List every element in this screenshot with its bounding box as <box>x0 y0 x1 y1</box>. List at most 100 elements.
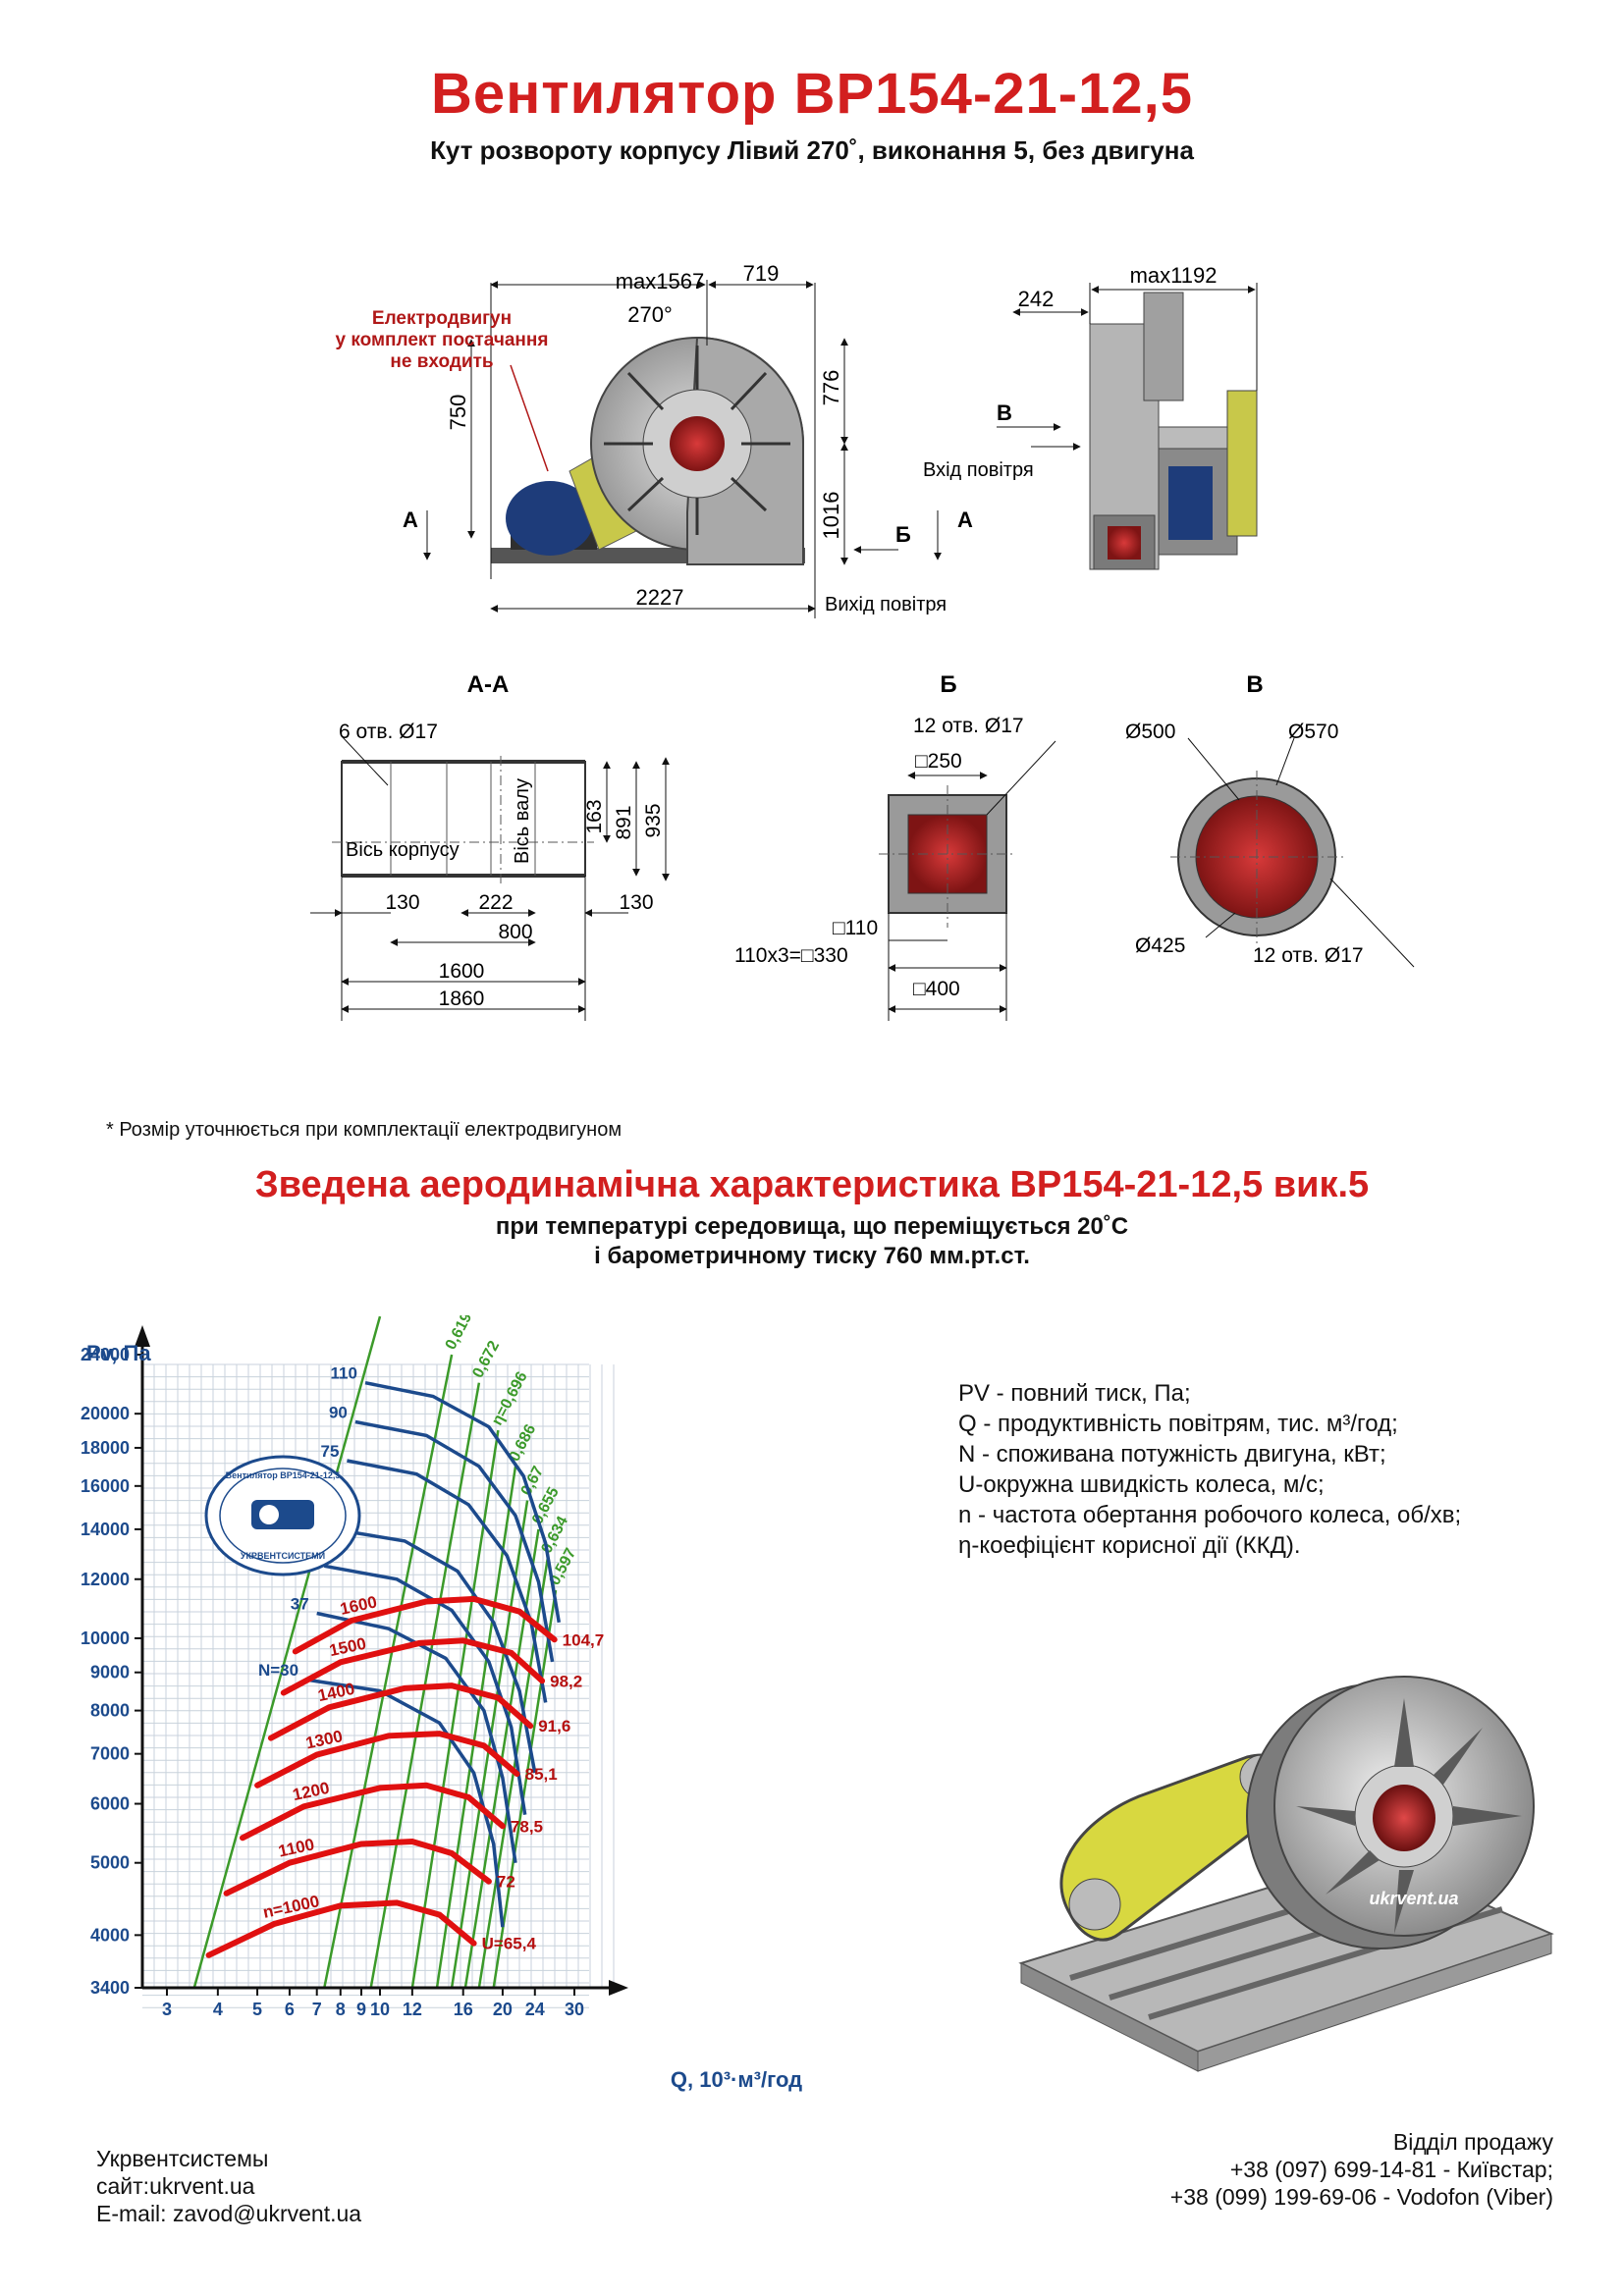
speed-u-label: 98,2 <box>550 1672 582 1690</box>
aa-130a: 130 <box>385 891 419 914</box>
motor-note-2: у комплект постачання <box>336 330 549 350</box>
efficiency-label: η=0,696 <box>489 1369 531 1428</box>
chart-section-sub-1: при температурі середовища, що переміщує… <box>495 1213 1129 1240</box>
aa-891: 891 <box>613 805 635 839</box>
fan-illustration: ukrvent.ua <box>1018 1676 1554 2072</box>
aa-axis-shaft: Вісь валу <box>512 778 533 864</box>
sales-phone-1: +38 (097) 699-14-81 - Київстар; <box>1229 2157 1553 2182</box>
label-air-out: Вихід повітря <box>825 594 947 615</box>
speed-curve <box>292 1595 558 1655</box>
aa-1860: 1860 <box>439 988 485 1010</box>
legend-sym: Q <box>958 1411 977 1437</box>
efficiency-line <box>192 1315 382 1989</box>
speed-curve <box>240 1782 506 1842</box>
motor-note-1: Електродвигун <box>372 308 512 329</box>
label-air-in: Вхід повітря <box>923 459 1034 481</box>
y-tick-label: 20000 <box>81 1404 130 1423</box>
x-tick-label: 10 <box>370 2000 390 2019</box>
speed-curve <box>223 1838 492 1896</box>
power-curve <box>323 1564 527 1815</box>
legend-text: - частота обертання робочого колеса, об/… <box>971 1502 1462 1528</box>
aa-935: 935 <box>642 803 665 837</box>
legend-sym: PV <box>958 1380 991 1407</box>
dim-719: 719 <box>743 261 780 286</box>
legend-text: - повний тиск, Па; <box>990 1380 1191 1407</box>
company-name: Укрвентсистемы <box>96 2146 269 2171</box>
efficiency-label: 0,619 <box>443 1315 476 1353</box>
x-axis-label: Q, 10³·м³/год <box>671 2067 802 2092</box>
section-aa-title: А-А <box>467 671 510 698</box>
x-tick-label: 5 <box>252 2000 262 2019</box>
dim-242: 242 <box>1018 287 1055 311</box>
power-curve <box>305 1678 505 1928</box>
speed-u-label: 78,5 <box>511 1817 543 1836</box>
x-tick-label: 6 <box>285 2000 295 2019</box>
sales-title: Відділ продажу <box>1392 2129 1553 2155</box>
dim-max1192: max1192 <box>1130 263 1218 288</box>
company-site: сайт:ukrvent.ua <box>96 2173 255 2199</box>
power-label: 37 <box>291 1595 309 1614</box>
stamp-bottom: УКРВЕНТСИСТЕМИ <box>241 1551 325 1561</box>
v-d570: Ø570 <box>1288 721 1338 743</box>
speed-u-label: 104,7 <box>563 1630 605 1649</box>
motor-icon <box>506 481 594 556</box>
x-tick-label: 20 <box>493 2000 513 2019</box>
dim-max1567: max1567 <box>616 269 705 294</box>
y-tick-label: 4000 <box>90 1925 130 1945</box>
speed-curve <box>254 1731 520 1789</box>
y-tick-label: 3400 <box>90 1978 130 1998</box>
legend-item: n - частота обертання робочого колеса, о… <box>958 1500 1461 1530</box>
power-curve <box>347 1459 548 1703</box>
footnote: * Розмір уточнюється при комплектації ел… <box>106 1119 623 1141</box>
speed-u-label: 85,1 <box>525 1765 558 1784</box>
section-aa: А-А 6 отв. Ø17 Вісь корпусу Вісь валу 16… <box>310 671 670 1021</box>
efficiency-line <box>492 1589 558 1989</box>
y-tick-label: 16000 <box>81 1476 130 1496</box>
sales-phone-2: +38 (099) 199-69-06 - Vodofon (Viber) <box>1169 2184 1553 2210</box>
x-axis-arrow <box>609 1980 628 1996</box>
speed-curve <box>280 1637 546 1696</box>
aa-800: 800 <box>498 921 532 943</box>
v-holes: 12 отв. Ø17 <box>1253 944 1364 967</box>
y-tick-label: 6000 <box>90 1794 130 1814</box>
efficiency-line <box>323 1354 454 1989</box>
v-d425: Ø425 <box>1135 934 1185 957</box>
x-tick-label: 9 <box>356 2000 366 2019</box>
legend-item: η-коефіцієнт корисної дії (ККД). <box>958 1530 1461 1561</box>
x-tick-label: 30 <box>565 2000 584 2019</box>
dim-angle: 270° <box>627 302 673 327</box>
x-tick-label: 7 <box>312 2000 322 2019</box>
efficiency-line <box>435 1466 517 1989</box>
aa-163: 163 <box>583 799 606 833</box>
page-subtitle: Кут розвороту корпусу Лівий 270˚, викона… <box>430 135 1194 165</box>
label-a-right: А <box>957 507 973 532</box>
illustration-watermark: ukrvent.ua <box>1369 1889 1458 1908</box>
legend-text: - споживана потужність двигуна, кВт; <box>975 1441 1386 1468</box>
aa-130b: 130 <box>619 891 653 914</box>
v-d500: Ø500 <box>1125 721 1175 743</box>
y-tick-label: 10000 <box>81 1629 130 1648</box>
side-view: 242 max1192 В Вхід повітря <box>923 263 1258 570</box>
technical-drawing: max1567 719 270° 750 776 1016 2227 А А Б… <box>310 261 1415 1021</box>
power-curve <box>354 1419 555 1663</box>
legend-text: -окружна швидкість колеса, м/с; <box>975 1471 1325 1498</box>
label-v: В <box>997 400 1012 425</box>
label-a-left: А <box>403 507 418 532</box>
x-tick-label: 3 <box>162 2000 172 2019</box>
x-tick-label: 4 <box>213 2000 223 2019</box>
power-label: N=30 <box>258 1661 298 1680</box>
x-tick-label: 16 <box>454 2000 473 2019</box>
b-sq110: □110 <box>833 917 878 939</box>
y-tick-label: 5000 <box>90 1853 130 1873</box>
section-b: Б 12 отв. Ø17 □250 □110 110x3=□330 □400 <box>734 671 1056 1021</box>
footer-company: Укрвентсистемы сайт:ukrvent.ua E-mail: z… <box>96 2145 361 2227</box>
chart-section-title: Зведена аеродинамічна характеристика ВР1… <box>254 1164 1370 1205</box>
chart-section-sub-2: і барометричному тиску 760 мм.рт.ст. <box>594 1243 1030 1269</box>
b-sq250: □250 <box>915 750 962 773</box>
company-email: E-mail: zavod@ukrvent.ua <box>96 2201 362 2226</box>
speed-curve <box>205 1899 477 1958</box>
performance-chart: 0,4670,6190,672η=0,6960,6860,670,6550,63… <box>81 1315 802 2092</box>
legend-item: U-окружна швидкість колеса, м/с; <box>958 1469 1461 1500</box>
dim-2227: 2227 <box>636 585 684 610</box>
